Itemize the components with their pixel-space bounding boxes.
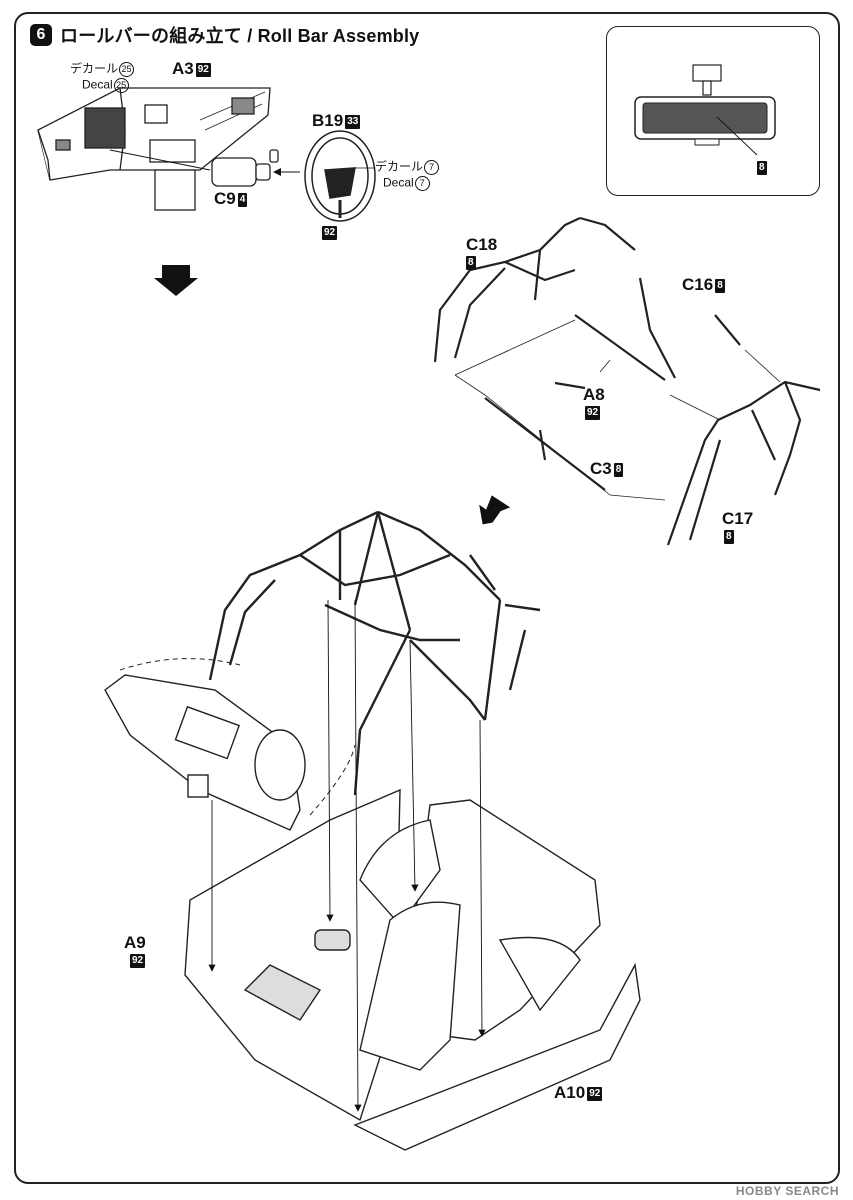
step-number: 6: [30, 24, 52, 46]
dashboard-assembled: [104, 674, 306, 831]
column-part-c9: [211, 149, 279, 187]
label-c18: C18: [466, 235, 498, 254]
watermark: HOBBY SEARCH: [735, 1184, 839, 1198]
label-a9: A9: [124, 933, 146, 952]
step-title: ロールバーの組み立て / Roll Bar Assembly: [60, 26, 420, 46]
rollbar-exploded: [433, 216, 821, 546]
inset-rearview-mirror: [634, 64, 776, 156]
label-c17-color: 8: [724, 529, 734, 544]
label-a8-color: 92: [585, 405, 601, 420]
label-a9-color: 92: [130, 953, 146, 968]
interior-tub: [184, 788, 641, 1151]
label-a8: A8: [583, 385, 605, 404]
dashboard-part: [37, 87, 271, 211]
label-c17: C17: [722, 509, 754, 528]
rollcage-assembled: [208, 510, 541, 796]
steering-wheel-b19: [304, 130, 376, 222]
diagonal-arrow-icon: [479, 495, 511, 525]
step-header: 6 ロールバーの組み立て / Roll Bar Assembly: [30, 22, 419, 48]
label-wheel-color: 92: [322, 225, 338, 240]
label-c18-color: 8: [466, 255, 476, 270]
detail-inset: 8: [606, 26, 820, 196]
inset-color-badge: 8: [757, 161, 767, 175]
assembly-guide-lines: [208, 599, 486, 1112]
down-arrow-icon: [154, 265, 198, 296]
